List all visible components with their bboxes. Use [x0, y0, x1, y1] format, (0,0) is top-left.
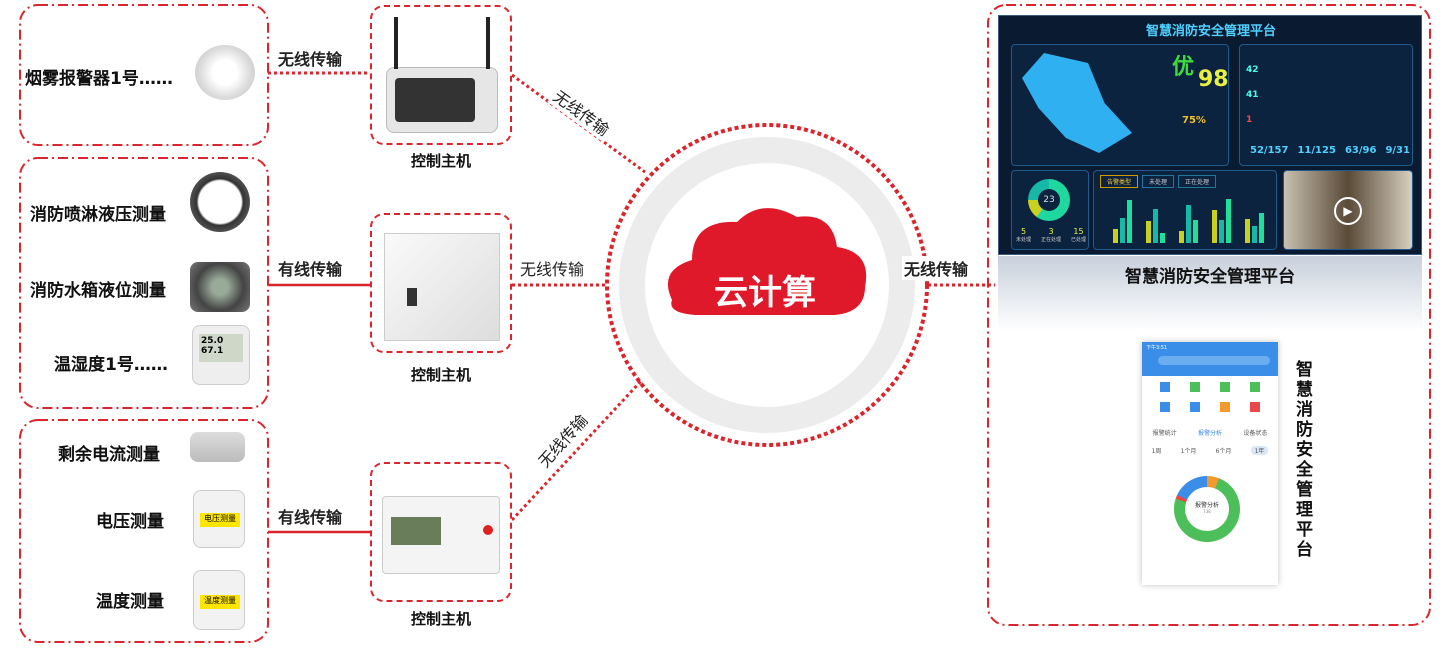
hygrometer-display: 25.0 67.1: [199, 334, 243, 362]
sensor-label-sprinkler: 消防喷淋液压测量: [30, 205, 166, 225]
bar-group: [1113, 195, 1132, 243]
water-level-sensor-image: [190, 262, 250, 312]
link-label-g1: 无线传输: [276, 46, 345, 70]
bar: [1226, 198, 1231, 243]
sensor-label-water-tank: 消防水箱液位测量: [30, 281, 166, 301]
pressure-gauge-image: [190, 172, 250, 232]
count-label: 正在处理: [1040, 237, 1061, 243]
tab[interactable]: 告警类型: [1100, 175, 1139, 188]
bar: [1245, 218, 1250, 243]
sensor-label-smoke: 烟雾报警器1号……: [25, 69, 173, 89]
bar-group: [1245, 195, 1264, 243]
play-icon[interactable]: ▶: [1334, 197, 1362, 225]
bar: [1160, 233, 1165, 243]
phone-tab[interactable]: 报警统计: [1152, 430, 1177, 437]
phone-time: 下午3:51: [1146, 345, 1168, 351]
period[interactable]: 1个月: [1180, 448, 1197, 455]
period[interactable]: 1周: [1151, 448, 1162, 455]
period[interactable]: 1年: [1250, 446, 1269, 455]
bar-chart-panel: 告警类型 未处理 正在处理: [1093, 170, 1277, 250]
bar: [1252, 225, 1257, 243]
cloud-label: 云计算: [714, 273, 816, 313]
phone-tab[interactable]: 设备状态: [1243, 430, 1268, 437]
voltage-tag: 电压测量: [200, 513, 240, 527]
bar-group: [1179, 195, 1198, 243]
stat: 9/31: [1385, 145, 1410, 156]
controller-1-label: 控制主机: [410, 152, 471, 170]
link-label-platform: 无线传输: [902, 256, 971, 280]
bar-group: [1212, 195, 1231, 243]
bar: [1193, 220, 1198, 243]
bar: [1219, 220, 1224, 243]
hygrometer-image: 25.0 67.1: [192, 325, 250, 385]
smoke-detector-image: [195, 45, 255, 100]
bar: [1153, 208, 1158, 243]
side-value: 41: [1246, 90, 1259, 100]
bar: [1259, 213, 1264, 243]
bar: [1127, 200, 1132, 243]
controller-2: [370, 213, 512, 353]
bar: [1212, 209, 1217, 243]
video-panel[interactable]: ▶: [1283, 170, 1413, 250]
count-label: 未处理: [1016, 237, 1032, 243]
tab[interactable]: 正在处理: [1178, 175, 1217, 188]
phone-donut: 报警分析 738: [1174, 476, 1240, 542]
voltage-sensor-image: 电压测量: [193, 490, 245, 548]
period[interactable]: 6个月: [1215, 448, 1232, 455]
donut-sub: 738: [1203, 509, 1211, 514]
tab[interactable]: 未处理: [1142, 175, 1175, 188]
gauge-value: 75%: [1182, 115, 1206, 126]
temperature-tag: 温度测量: [200, 595, 240, 609]
current-sensor-image: [190, 432, 245, 462]
controller-2-label: 控制主机: [410, 366, 471, 384]
controller-1: [370, 5, 512, 145]
link-label-g3: 有线传输: [276, 504, 345, 528]
stat: 63/96: [1344, 145, 1377, 156]
map-image: [1022, 53, 1132, 153]
phone-tab[interactable]: 报警分析: [1197, 430, 1222, 437]
sensor-label-humidity: 温湿度1号……: [54, 355, 168, 375]
phone-caption: 智慧消防安全管理平台: [1296, 360, 1313, 560]
phone-search[interactable]: [1158, 356, 1270, 365]
count-label: 已处理: [1070, 237, 1086, 243]
donut-title: 报警分析: [1194, 502, 1219, 509]
dashboard-screenshot: 智慧消防安全管理平台 优 98 75% 52/157 11/125 63/96 …: [998, 15, 1422, 255]
bar: [1113, 229, 1118, 243]
donut-total: 23: [1038, 189, 1060, 211]
side-value: 42: [1246, 65, 1259, 75]
sensor-label-voltage: 电压测量: [96, 512, 164, 532]
count: 5: [1020, 227, 1027, 236]
count: 3: [1048, 227, 1054, 236]
bar: [1186, 204, 1191, 243]
link-label-c2: 无线传输: [518, 256, 587, 280]
bar: [1179, 230, 1184, 243]
bar-group: [1146, 195, 1165, 243]
stat: 11/125: [1297, 145, 1336, 156]
score: 98: [1198, 67, 1229, 92]
controller-3-label: 控制主机: [410, 610, 471, 628]
link-label-g2: 有线传输: [276, 256, 345, 280]
sensor-label-residual-current: 剩余电流测量: [58, 445, 160, 465]
dashboard-reflection: [998, 256, 1422, 331]
bar: [1146, 221, 1151, 243]
controller-3: [370, 462, 512, 602]
side-value: 1: [1246, 115, 1253, 125]
grade: 优: [1172, 55, 1195, 80]
sensor-label-temperature: 温度测量: [96, 592, 164, 612]
temperature-sensor-image: 温度测量: [193, 570, 245, 630]
bar: [1120, 217, 1125, 243]
phone-screenshot: 下午3:51 报警统计 报警分析 设备状态 1周 1个月 6个月 1年 报警分析…: [1142, 342, 1278, 585]
stat: 52/157: [1250, 145, 1289, 156]
count: 15: [1073, 227, 1084, 236]
dashboard-title: 智慧消防安全管理平台: [1145, 24, 1276, 39]
cloud-icon: [667, 208, 867, 315]
dashboard-caption: 智慧消防安全管理平台: [1125, 267, 1295, 287]
